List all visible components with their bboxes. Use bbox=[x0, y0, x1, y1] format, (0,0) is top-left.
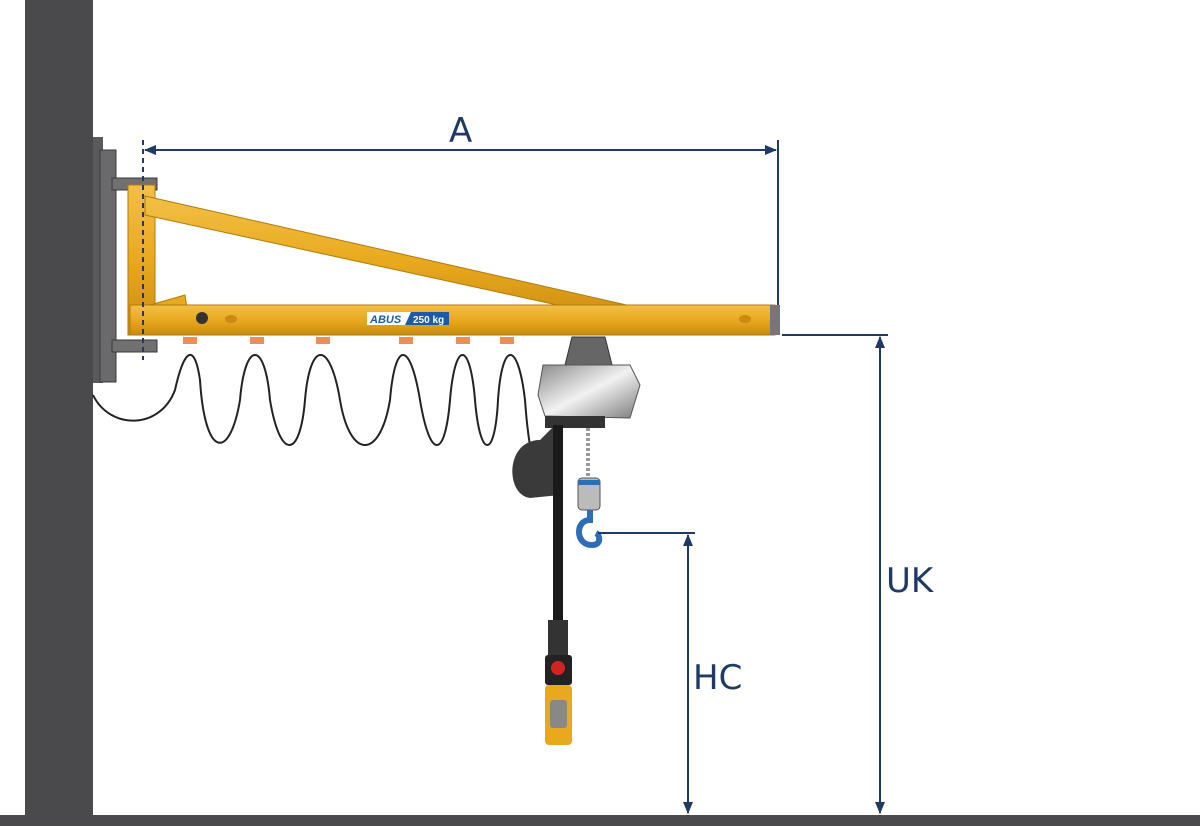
wall bbox=[25, 0, 93, 826]
pendant-control bbox=[545, 425, 572, 745]
dimension-hc-label: HC bbox=[693, 658, 742, 698]
wall-bracket bbox=[93, 137, 158, 383]
capacity-label: ABUS 250 kg bbox=[367, 312, 449, 326]
dimension-lines bbox=[142, 140, 888, 814]
electric-chain-hoist bbox=[512, 336, 641, 549]
brand-label: ABUS bbox=[369, 314, 402, 326]
jib-arm bbox=[127, 184, 780, 336]
festoon-cable bbox=[92, 354, 556, 487]
capacity-text: 250 kg bbox=[413, 315, 444, 326]
cable-trolleys bbox=[183, 337, 514, 344]
dimension-a-label: A bbox=[449, 111, 472, 151]
dimension-uk-label: UK bbox=[886, 561, 935, 601]
floor bbox=[0, 815, 1200, 826]
